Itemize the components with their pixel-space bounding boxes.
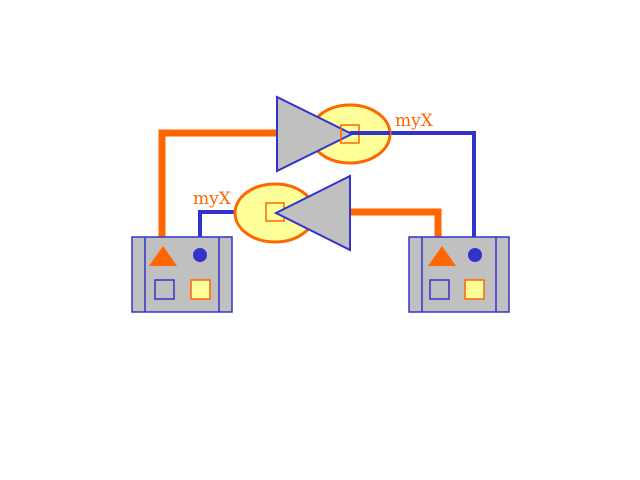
right-component-yellow-slot[interactable] [464,279,485,300]
dot-port-icon[interactable] [193,248,207,262]
top-buffer-triangle[interactable] [276,95,355,173]
left-component-blue-slot[interactable] [154,279,175,300]
dot-port-icon[interactable] [468,248,482,262]
right-component[interactable] [408,236,510,313]
bottom-buffer-label: myX [193,189,232,209]
triangle-port-icon[interactable] [149,246,177,266]
right-component-blue-slot[interactable] [429,279,450,300]
triangle-port-icon[interactable] [428,246,456,266]
top-buffer-label: myX [395,111,434,131]
left-component-body[interactable] [131,236,233,313]
right-component-body[interactable] [408,236,510,313]
orange-wire-left [158,129,280,262]
top-buffer[interactable]: myX [276,95,434,173]
left-component[interactable] [131,236,233,313]
left-component-yellow-slot[interactable] [190,279,211,300]
bottom-buffer-triangle[interactable] [273,174,351,252]
bottom-buffer[interactable]: myX [193,174,351,252]
